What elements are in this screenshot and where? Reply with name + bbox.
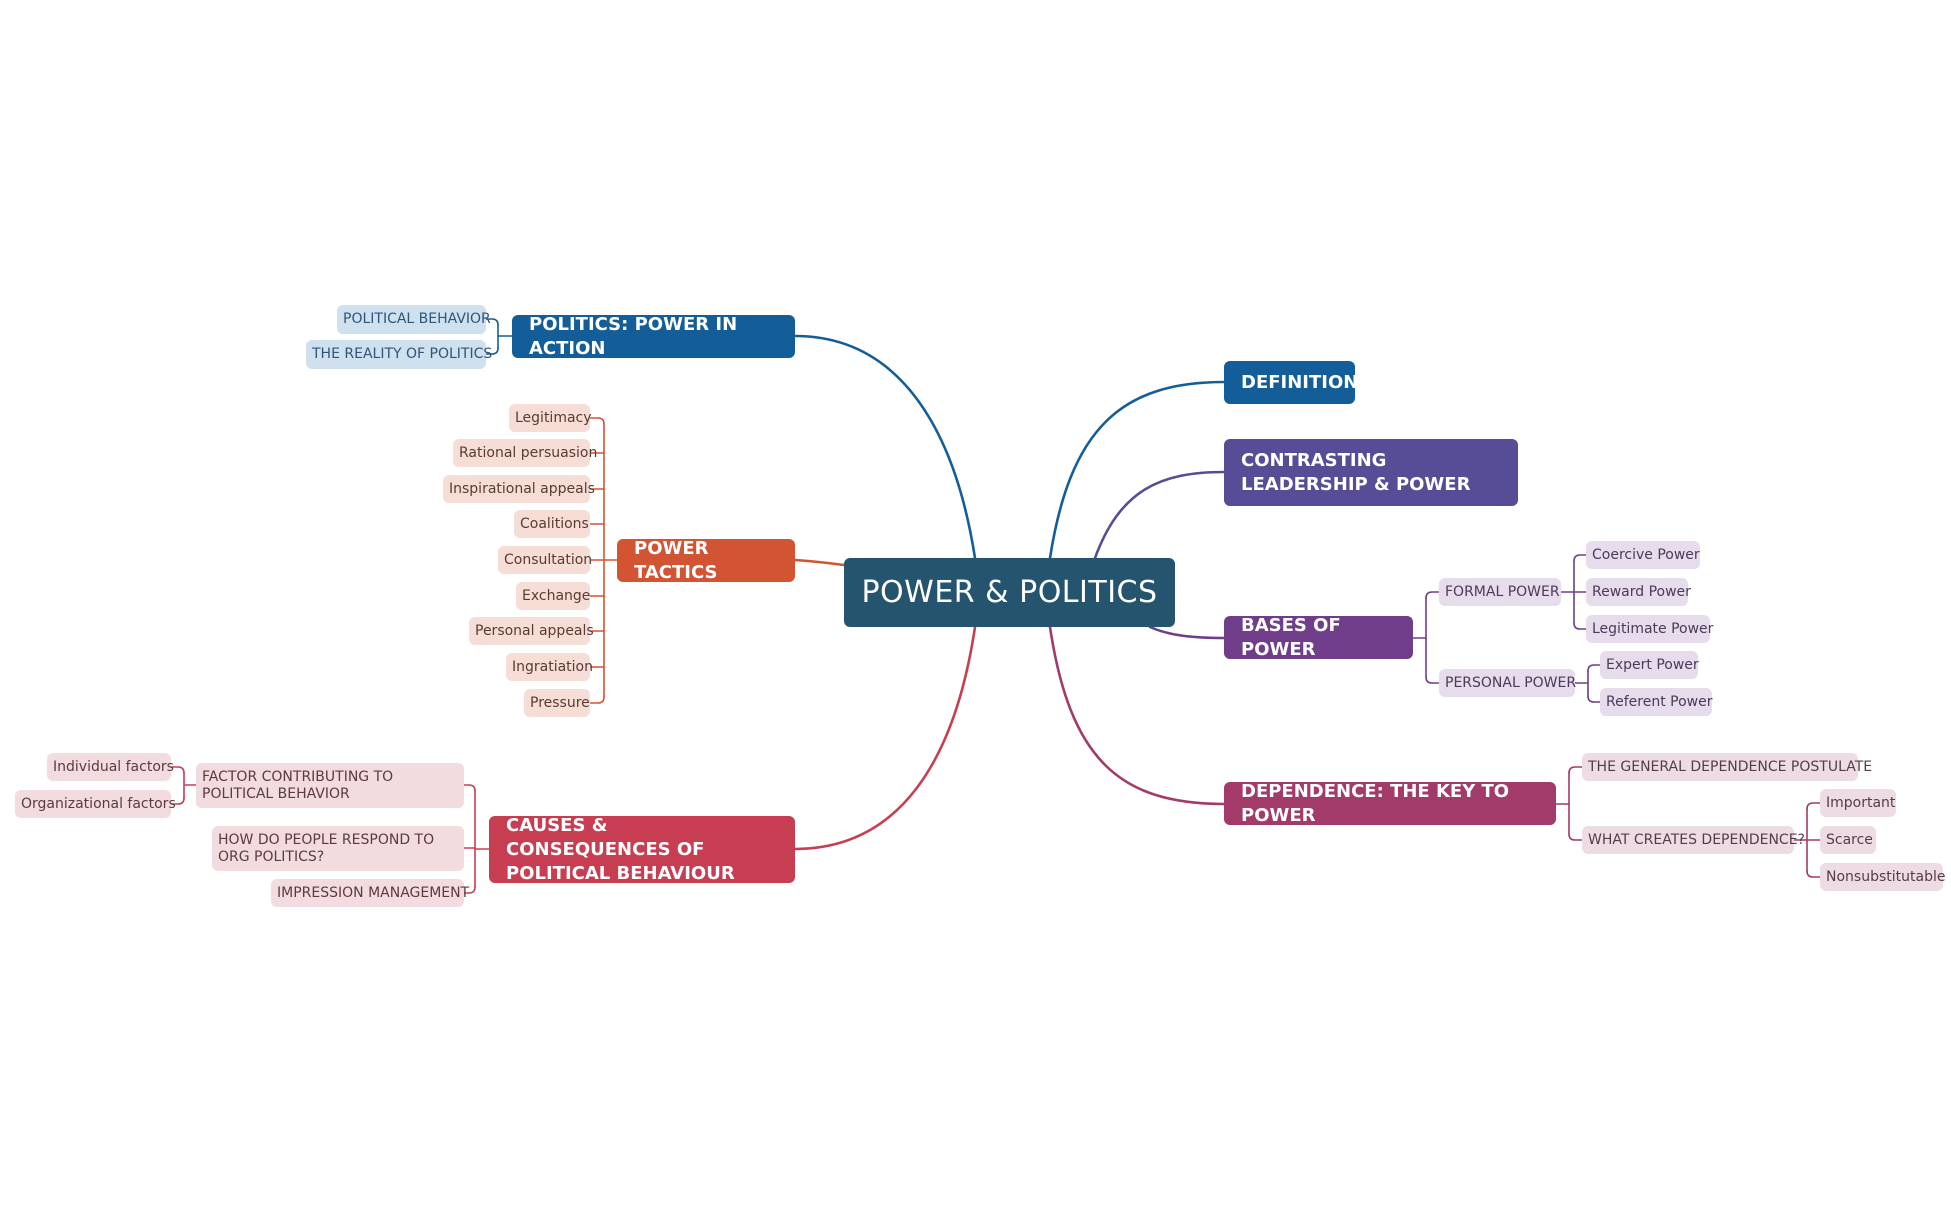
central-topic[interactable]: POWER & POLITICS xyxy=(844,558,1175,627)
tactic-item[interactable]: Ingratiation xyxy=(506,653,593,681)
branch-bases xyxy=(1148,625,1226,640)
tactic-item[interactable]: Inspirational appeals xyxy=(443,475,595,503)
dependence-factor-item[interactable]: Important xyxy=(1820,789,1896,817)
formal-power-item[interactable]: Reward Power xyxy=(1586,578,1691,606)
tactic-item[interactable]: Consultation xyxy=(498,546,592,574)
bracket-personal-leg-0 xyxy=(1587,664,1601,672)
subtopic-factor-contributing[interactable]: FACTOR CONTRIBUTING TO POLITICAL BEHAVIO… xyxy=(196,763,464,808)
topic-bases-of-power[interactable]: BASES OF POWER xyxy=(1224,615,1413,660)
topic-contrasting-leadership-power[interactable]: CONTRASTING LEADERSHIP & POWER xyxy=(1224,439,1518,506)
tactic-item[interactable]: Pressure xyxy=(524,689,590,717)
bracket-politics-leg-1 xyxy=(485,347,499,355)
bracket-tactics-leg-0 xyxy=(589,417,605,425)
branch-definition xyxy=(1048,380,1226,560)
branch-causes xyxy=(793,625,977,851)
topic-power-tactics[interactable]: POWER TACTICS xyxy=(617,538,795,583)
tactic-item[interactable]: Rational persuasion xyxy=(453,439,597,467)
bracket-factor-leg-0 xyxy=(170,766,185,774)
personal-power-item[interactable]: Expert Power xyxy=(1600,651,1699,679)
branch-contrasting xyxy=(1093,470,1226,560)
topic-causes-consequences[interactable]: CAUSES & CONSEQUENCES OF POLITICAL BEHAV… xyxy=(489,815,795,884)
subtopic-personal-power[interactable]: PERSONAL POWER xyxy=(1439,669,1576,697)
bracket-factor-leg-1 xyxy=(170,797,185,805)
tactic-item[interactable]: Personal appeals xyxy=(469,617,594,645)
bracket-politics-leg-0 xyxy=(485,318,499,326)
topic-politics-power-in-action[interactable]: POLITICS: POWER IN ACTION xyxy=(512,314,795,359)
bracket-bases-leg-0 xyxy=(1425,591,1440,599)
subtopic-impression-management[interactable]: IMPRESSION MANAGEMENT xyxy=(271,879,469,907)
bracket-dependence-leg-0 xyxy=(1568,766,1583,774)
tactic-item[interactable]: Legitimacy xyxy=(509,404,592,432)
subtopic-what-creates-dependence[interactable]: WHAT CREATES DEPENDENCE? xyxy=(1582,826,1805,854)
bracket-causes-leg-2 xyxy=(463,886,476,894)
bracket-bases-leg-1 xyxy=(1425,676,1440,684)
bracket-causes-leg-0 xyxy=(463,784,476,792)
dependence-factor-item[interactable]: Nonsubstitutable xyxy=(1820,863,1945,891)
subtopic-formal-power[interactable]: FORMAL POWER xyxy=(1439,578,1561,606)
subtopic-political-behavior[interactable]: POLITICAL BEHAVIOR xyxy=(337,305,491,334)
subtopic-how-people-respond[interactable]: HOW DO PEOPLE RESPOND TO ORG POLITICS? xyxy=(212,826,464,871)
bracket-tactics-leg-8 xyxy=(589,696,605,704)
subtopic-reality-of-politics[interactable]: THE REALITY OF POLITICS xyxy=(306,340,492,369)
branch-dependence xyxy=(1048,625,1226,806)
formal-power-item[interactable]: Coercive Power xyxy=(1586,541,1700,569)
bracket-formal-leg-0 xyxy=(1573,554,1587,562)
subtopic-individual-factors[interactable]: Individual factors xyxy=(47,753,174,781)
subtopic-dependence-postulate[interactable]: THE GENERAL DEPENDENCE POSTULATE xyxy=(1582,753,1872,781)
bracket-creates-leg-2 xyxy=(1806,870,1821,878)
personal-power-item[interactable]: Referent Power xyxy=(1600,688,1712,716)
bracket-creates-leg-0 xyxy=(1806,802,1821,810)
tactic-item[interactable]: Coalitions xyxy=(514,510,590,538)
bracket-personal-leg-1 xyxy=(1587,695,1601,703)
subtopic-organizational-factors[interactable]: Organizational factors xyxy=(15,790,176,818)
bracket-formal-leg-2 xyxy=(1573,622,1587,630)
branch-tactics xyxy=(793,558,846,567)
dependence-factor-item[interactable]: Scarce xyxy=(1820,826,1876,854)
tactic-item[interactable]: Exchange xyxy=(516,582,590,610)
topic-dependence[interactable]: DEPENDENCE: THE KEY TO POWER xyxy=(1224,781,1556,826)
bracket-dependence-leg-1 xyxy=(1568,833,1583,841)
topic-definition[interactable]: DEFINITION xyxy=(1224,361,1358,404)
formal-power-item[interactable]: Legitimate Power xyxy=(1586,615,1713,643)
branch-politics xyxy=(793,334,977,560)
